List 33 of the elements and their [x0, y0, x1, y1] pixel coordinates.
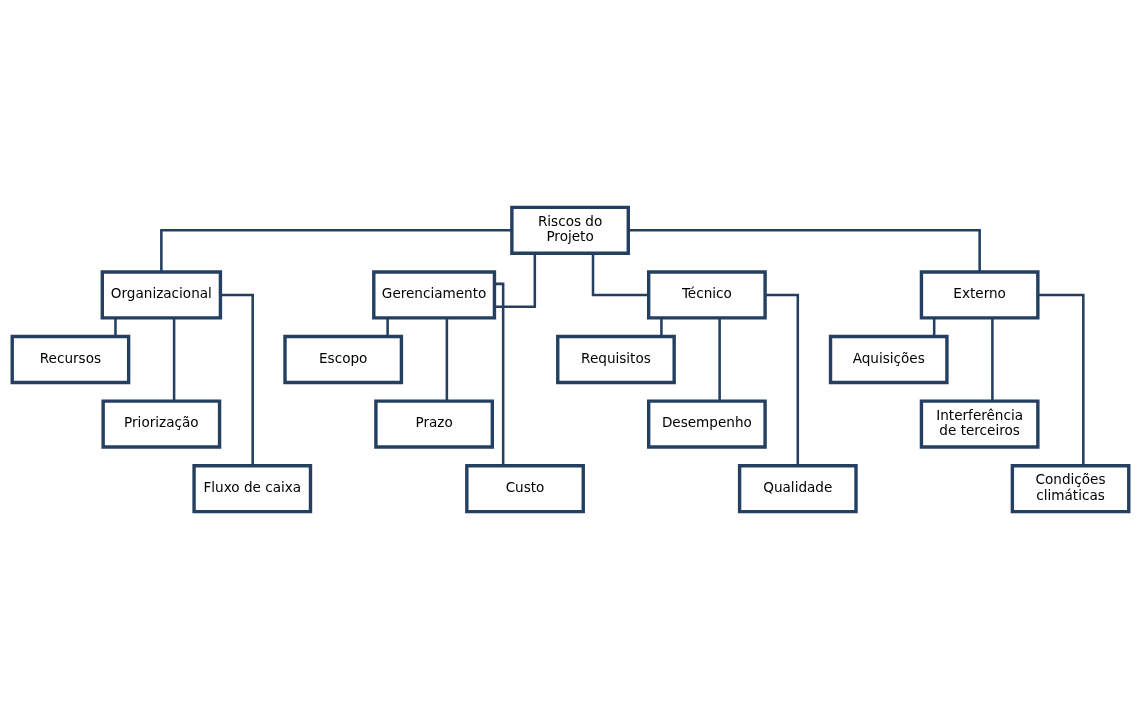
node-box: Desempenho — [646, 398, 767, 449]
node-box: Priorização — [101, 398, 222, 449]
node-box: Requisitos — [556, 334, 676, 384]
node-box: Prazo — [374, 398, 495, 449]
connector — [991, 317, 994, 401]
node-box: Organizacional — [100, 269, 223, 320]
node-box: Custo — [465, 463, 585, 513]
node-box: Fluxo de caixa — [192, 463, 313, 513]
connector — [494, 252, 537, 308]
node-box: Recursos — [10, 334, 131, 384]
node-box: Externo — [919, 269, 1040, 320]
connector — [220, 293, 254, 466]
connector — [628, 228, 981, 272]
connector — [765, 293, 800, 466]
node-box: Aquisições — [828, 334, 949, 384]
node-box: Técnico — [646, 269, 767, 320]
connector — [445, 317, 449, 401]
connector — [1038, 293, 1085, 466]
node-box: Condições climáticas — [1010, 463, 1131, 513]
connector — [114, 317, 117, 336]
connector — [160, 228, 512, 272]
node-box: Qualidade — [737, 463, 858, 513]
connector — [591, 252, 649, 296]
connector — [660, 317, 663, 336]
connector — [932, 317, 936, 336]
connector — [718, 317, 721, 401]
node-box: Interferência de terceiros — [919, 398, 1040, 449]
node-box: Riscos do Projeto — [510, 205, 630, 255]
connector — [172, 317, 176, 401]
connector — [494, 282, 505, 466]
node-box: Gerenciamento — [372, 269, 497, 320]
node-box: Escopo — [283, 334, 404, 384]
connector — [386, 317, 389, 336]
